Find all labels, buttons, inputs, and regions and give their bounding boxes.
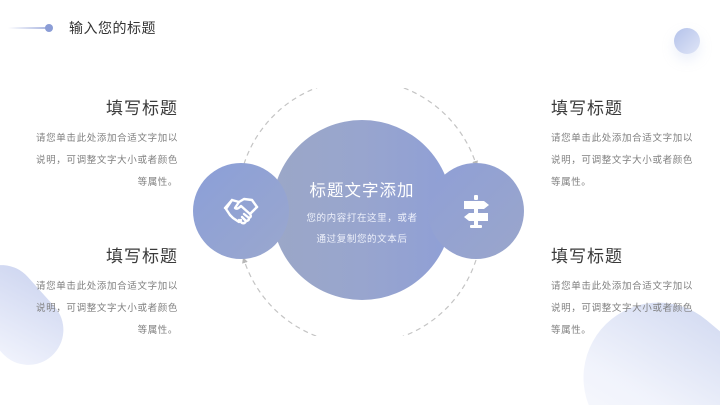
text-block-top-left: 填写标题 请您单击此处添加合适文字加以说明，可调整文字大小或者颜色等属性。 <box>36 94 178 194</box>
center-description: 您的内容打在这里，或者通过复制您的文本后 <box>306 212 418 245</box>
handshake-icon <box>222 196 260 226</box>
text-block-bottom-left: 填写标题 请您单击此处添加合适文字加以说明，可调整文字大小或者颜色等属性。 <box>36 242 178 342</box>
left-icon-circle[interactable] <box>193 163 289 259</box>
decorative-circle-top-right <box>674 28 700 54</box>
right-icon-circle[interactable] <box>428 163 524 259</box>
block-description[interactable]: 请您单击此处添加合适文字加以说明，可调整文字大小或者颜色等属性。 <box>36 133 178 188</box>
text-block-top-right: 填写标题 请您单击此处添加合适文字加以说明，可调整文字大小或者颜色等属性。 <box>551 94 693 194</box>
center-circle[interactable]: 标题文字添加 您的内容打在这里，或者通过复制您的文本后 <box>272 120 452 300</box>
dashed-cycle-ring <box>242 88 478 336</box>
page-title[interactable]: 输入您的标题 <box>69 21 156 37</box>
block-description[interactable]: 请您单击此处添加合适文字加以说明，可调整文字大小或者颜色等属性。 <box>36 281 178 336</box>
text-block-bottom-right: 填写标题 请您单击此处添加合适文字加以说明，可调整文字大小或者颜色等属性。 <box>551 242 693 342</box>
block-description[interactable]: 请您单击此处添加合适文字加以说明，可调整文字大小或者颜色等属性。 <box>551 281 693 336</box>
center-title: 标题文字添加 <box>309 180 415 200</box>
block-description[interactable]: 请您单击此处添加合适文字加以说明，可调整文字大小或者颜色等属性。 <box>551 133 693 188</box>
header-accent-dot <box>45 24 53 32</box>
signpost-icon <box>461 193 491 229</box>
block-title[interactable]: 填写标题 <box>106 99 178 119</box>
block-title[interactable]: 填写标题 <box>551 99 623 119</box>
block-title[interactable]: 填写标题 <box>551 247 623 267</box>
header-accent-line <box>8 27 48 29</box>
block-title[interactable]: 填写标题 <box>106 247 178 267</box>
